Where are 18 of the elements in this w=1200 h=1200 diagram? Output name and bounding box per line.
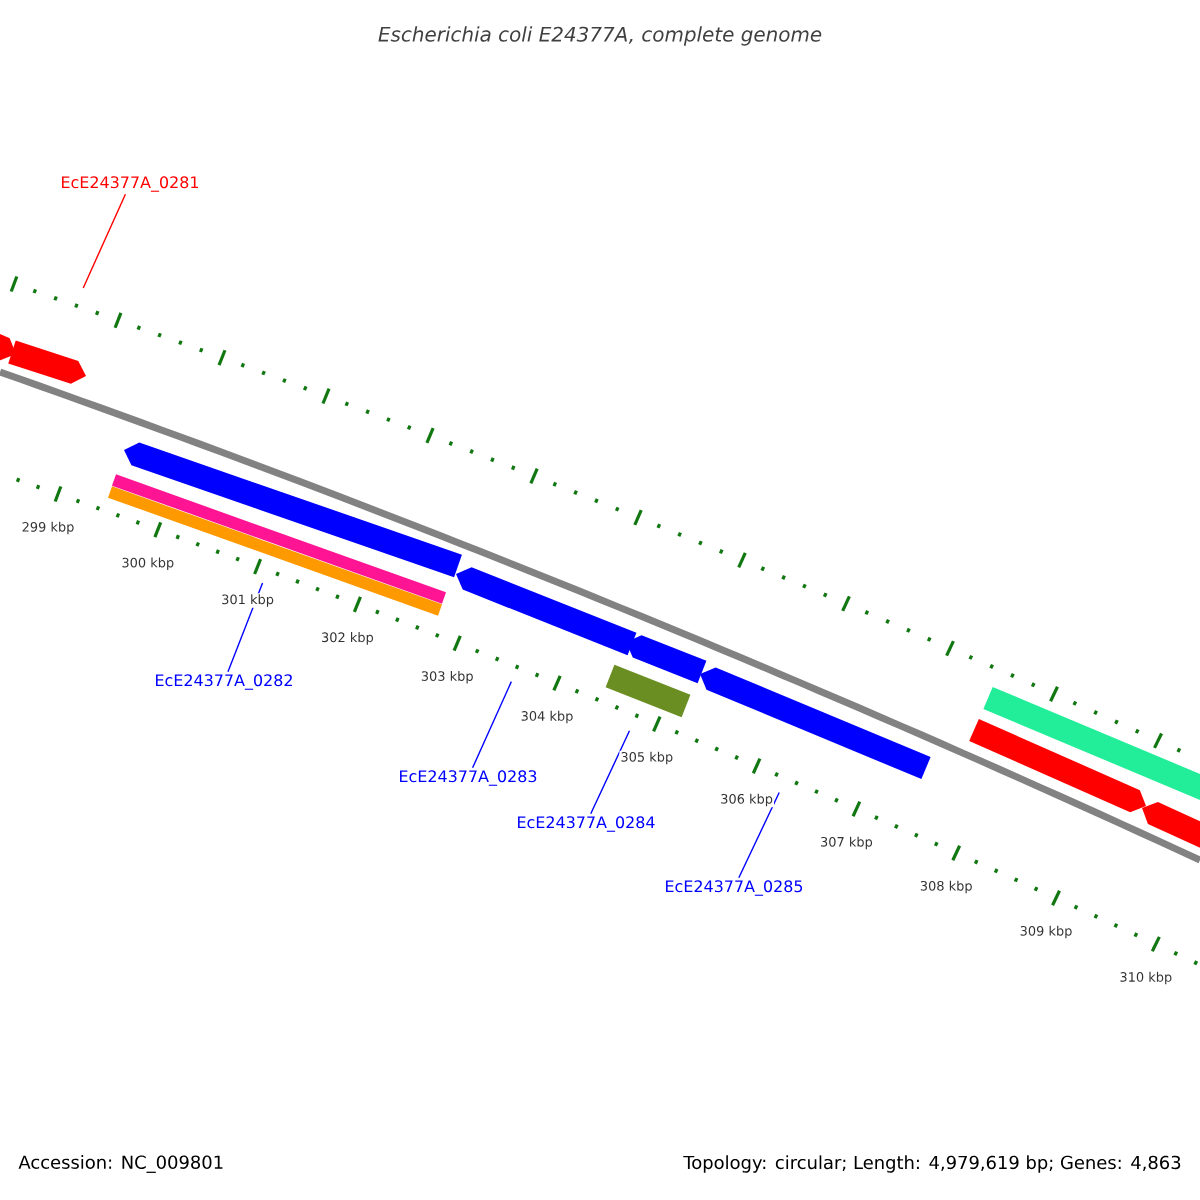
leader-line xyxy=(738,791,780,879)
genome-info-text: Topology: circular; Length: 4,979,619 bp; Genes: 4,863 xyxy=(683,1155,1181,1173)
gene-bar xyxy=(112,474,447,604)
gene-block xyxy=(626,635,707,684)
gene-block xyxy=(969,719,1146,813)
gene-block xyxy=(124,442,462,578)
gene-block xyxy=(1142,802,1200,851)
gene-bar xyxy=(983,686,1200,804)
leader-line xyxy=(590,730,631,815)
leader-line xyxy=(471,680,513,769)
gene-bar xyxy=(108,486,443,616)
gene-bar xyxy=(605,664,691,718)
gene-block xyxy=(700,667,931,780)
leader-line xyxy=(82,193,127,289)
gene-block xyxy=(456,567,637,656)
title: Escherichia coli E24377A, complete genome xyxy=(378,26,822,46)
accession-text: Accession: NC_009801 xyxy=(18,1155,223,1173)
gene-block xyxy=(8,340,86,384)
